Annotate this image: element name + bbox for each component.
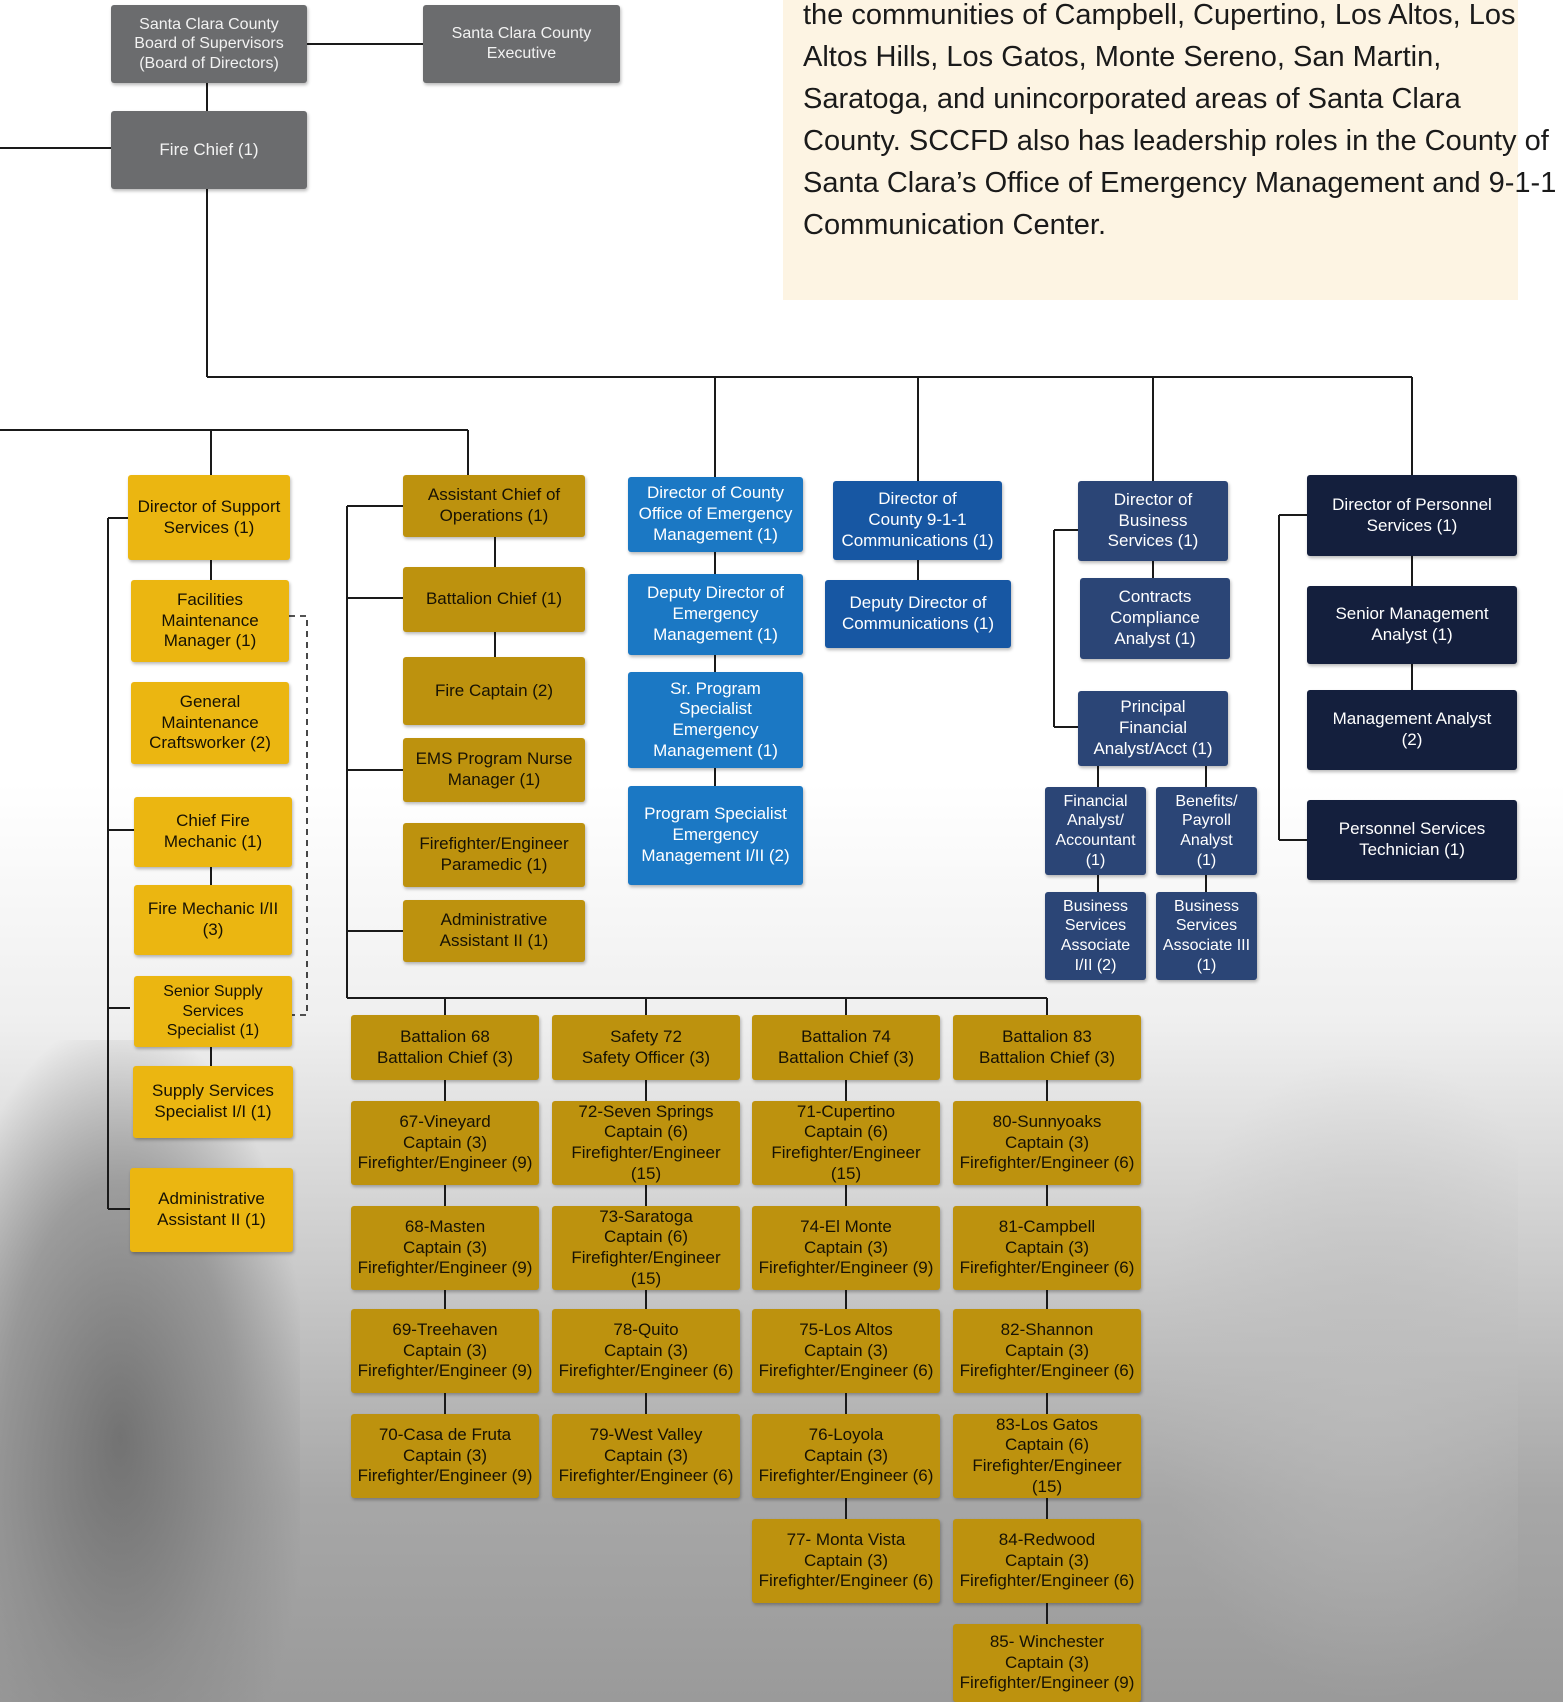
fire-mechanic-box: Fire Mechanic I/II(3) [134,885,292,955]
fire-chief-box: Fire Chief (1) [111,111,307,189]
battalion-chief-box: Battalion Chief (1) [403,567,585,632]
background-photo-left [0,1040,300,1702]
fire-captain-box: Fire Captain (2) [403,657,585,725]
background-photo-right [1150,1050,1518,1702]
management-analyst-box: Management Analyst(2) [1307,690,1517,770]
connector-lines [0,43,1413,1624]
intro-panel: the communities of Campbell, Cupertino, … [783,0,1556,300]
intro-text: the communities of Campbell, Cupertino, … [803,0,1557,241]
